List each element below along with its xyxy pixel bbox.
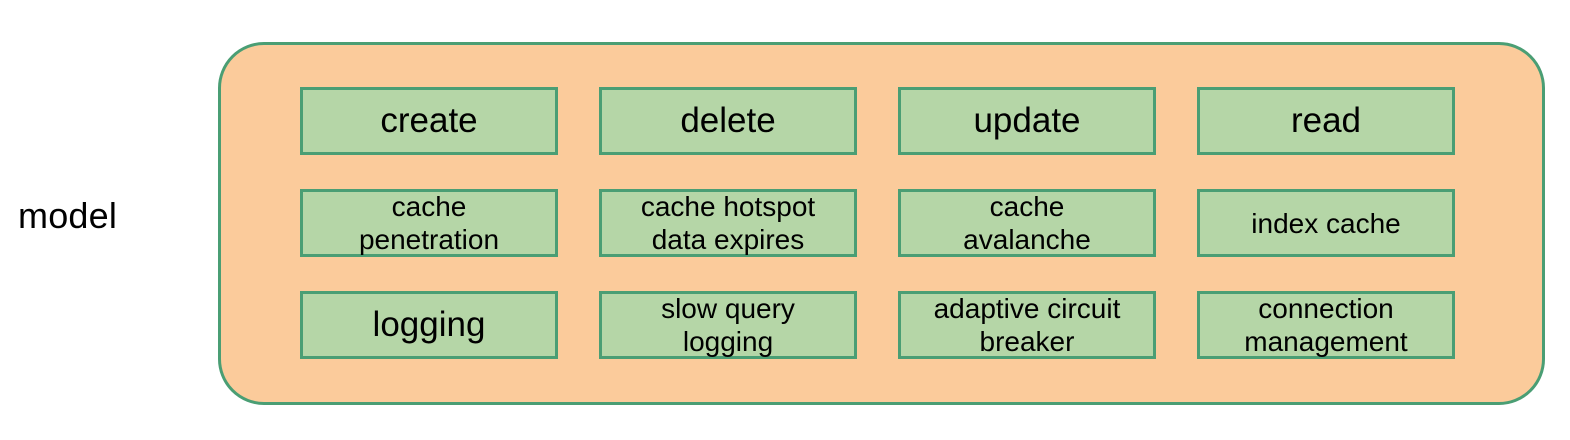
node-slow-query-logging[interactable]: slow query logging [599,291,857,359]
node-index-cache[interactable]: index cache [1197,189,1455,257]
node-connection-management[interactable]: connection management [1197,291,1455,359]
node-label: read [1290,101,1362,140]
node-label: delete [680,101,776,140]
node-label: cache avalanche [963,191,1091,255]
node-cache-avalanche[interactable]: cache avalanche [898,189,1156,257]
node-cache-hotspot-data-expires[interactable]: cache hotspot data expires [599,189,857,257]
node-cache-penetration[interactable]: cache penetration [300,189,558,257]
node-label: update [973,101,1081,140]
node-label: cache hotspot data expires [640,191,816,255]
node-delete[interactable]: delete [599,87,857,155]
node-label: cache penetration [358,191,500,255]
node-label: slow query logging [661,293,795,357]
node-logging[interactable]: logging [300,291,558,359]
node-label: connection management [1244,293,1408,357]
node-grid: create delete update read cache penetrat… [300,87,1457,359]
node-label: logging [372,305,486,344]
model-side-label: model [18,195,118,236]
node-label: adaptive circuit breaker [933,293,1121,357]
node-adaptive-circuit-breaker[interactable]: adaptive circuit breaker [898,291,1156,359]
node-create[interactable]: create [300,87,558,155]
node-label: index cache [1251,207,1401,239]
node-read[interactable]: read [1197,87,1455,155]
node-label: create [380,101,478,140]
node-update[interactable]: update [898,87,1156,155]
